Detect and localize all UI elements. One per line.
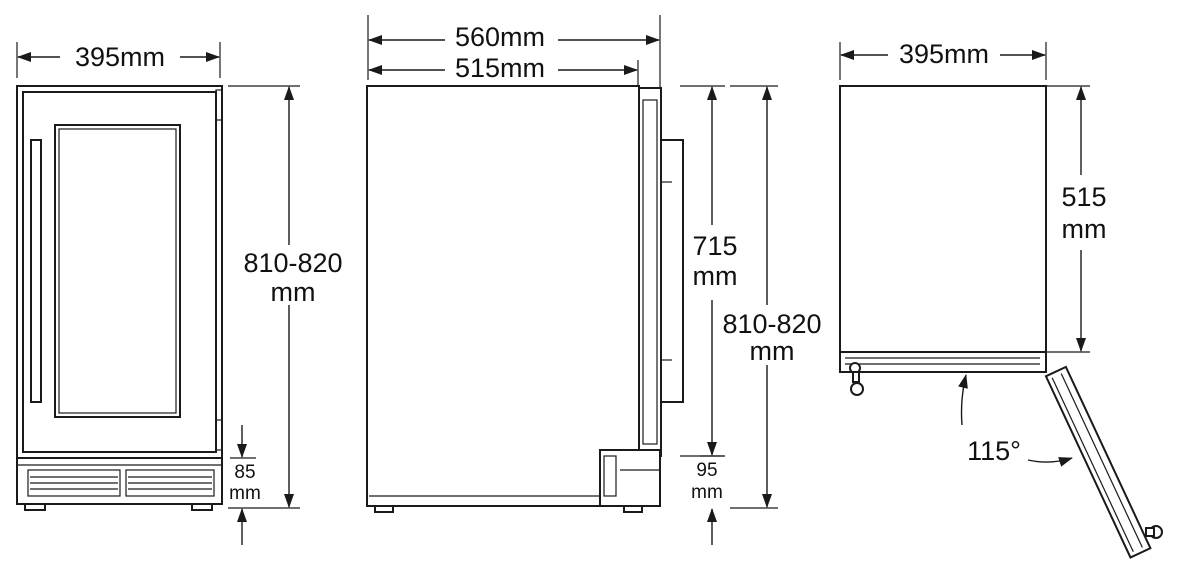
side-base-label-1: 95 [696,460,717,481]
front-height-label-2: mm [271,277,316,307]
side-base-label-2: mm [691,482,723,503]
front-view: 395mm 810-820 mm [16,42,343,545]
top-opened-door [1044,365,1152,559]
top-cabinet [839,85,1047,353]
front-width-label: 395mm [75,42,165,72]
side-door [638,87,662,457]
top-depth-label-2: mm [1062,214,1107,244]
top-depth-label-1: 515 [1061,182,1106,212]
top-width-label: 395mm [899,39,989,69]
side-cabinet [366,85,640,507]
side-height-label-1: 810-820 [722,309,821,339]
side-door-height-label-2: mm [693,261,738,291]
front-base-label-1: 85 [234,462,255,483]
top-door-hinge-strip [839,351,1047,373]
side-door-handle [661,139,684,403]
side-depth-body-label: 515mm [455,53,545,83]
top-view: 395mm 515 mm 115° [839,39,1163,559]
side-height-label-2: mm [750,336,795,366]
side-depth-total-label: 560mm [455,22,545,52]
front-door-handle [30,139,42,403]
top-angle-label: 115° [967,436,1021,466]
side-view: 560mm 515mm 715 mm 810-820 mm [366,15,822,545]
front-height-label-1: 810-820 [243,248,342,278]
front-base-label-2: mm [229,483,261,504]
front-cabinet [16,85,223,459]
front-glass-panel [54,124,181,418]
side-door-height-label-1: 715 [692,231,737,261]
